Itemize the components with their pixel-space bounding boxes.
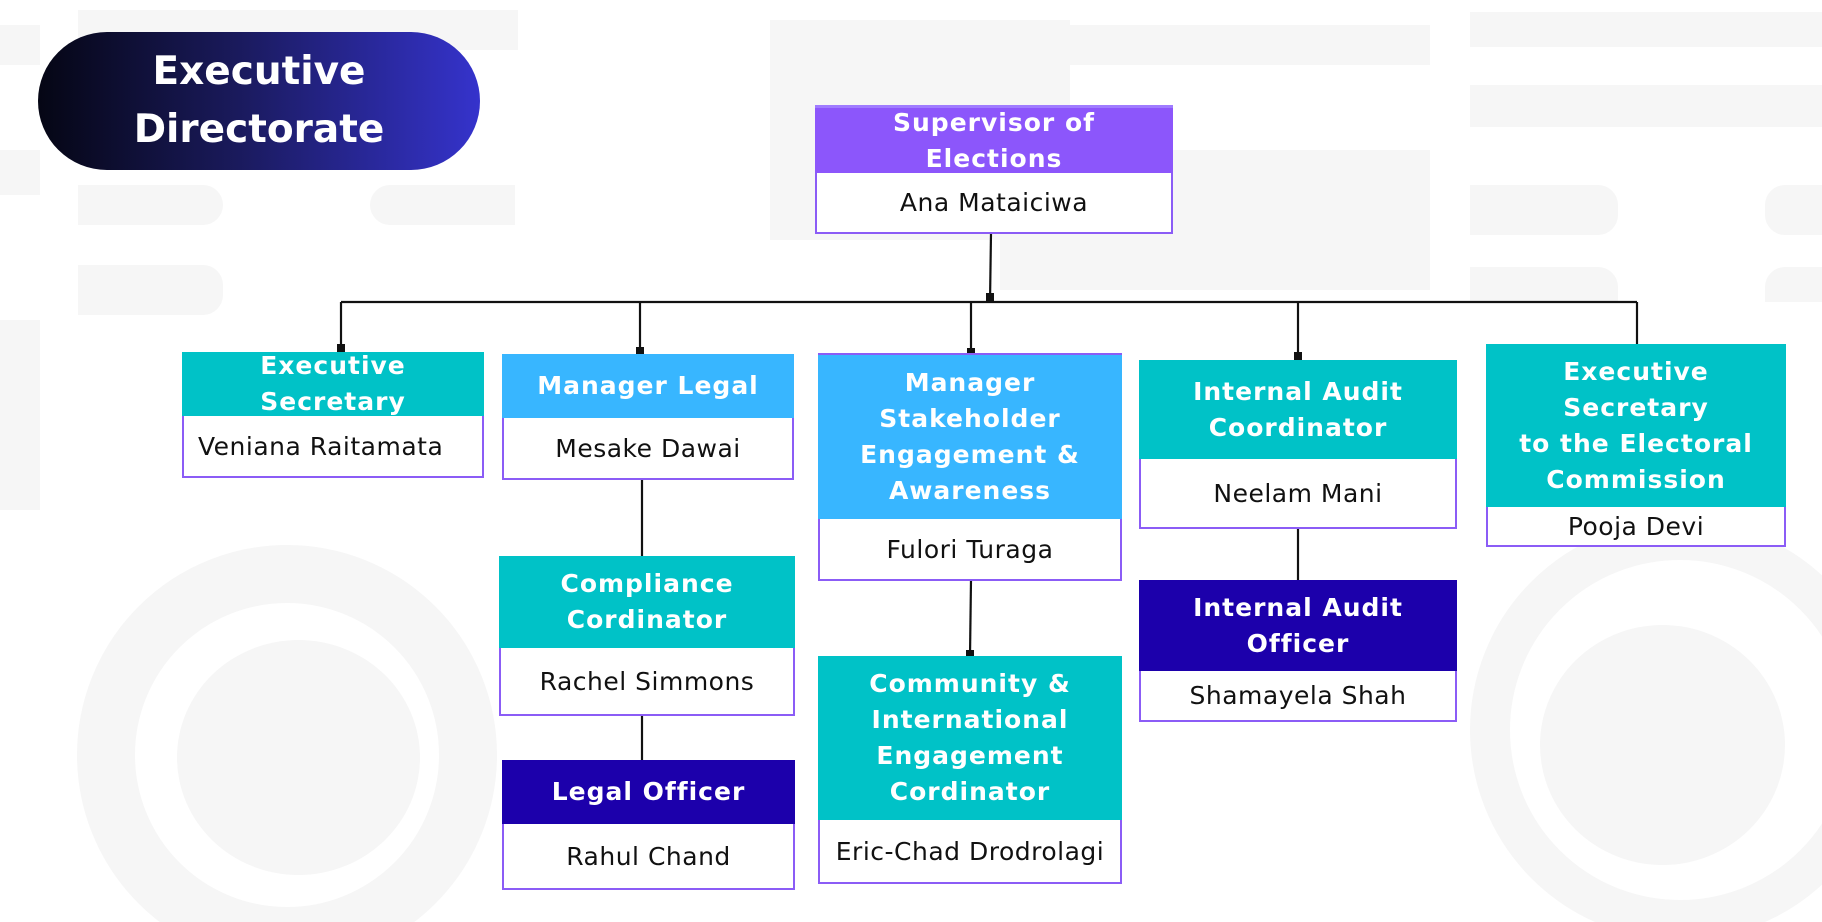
org-node-internal-audit-officer: Internal Audit Officer Shamayela Shah [1139, 580, 1457, 722]
page-title: Executive Directorate [38, 32, 480, 170]
connector-dot-manager-legal [636, 347, 644, 355]
node-name: Pooja Devi [1486, 507, 1786, 547]
node-title-line: Commission [1546, 464, 1726, 494]
node-name: Eric-Chad Drodrolagi [818, 820, 1122, 884]
org-node-compliance-coordinator: Compliance Cordinator Rachel Simmons [499, 556, 795, 716]
org-node-supervisor: Supervisor of Elections Ana Mataiciwa [815, 105, 1173, 234]
node-title-line: International [871, 705, 1069, 734]
node-title-line: Stakeholder [879, 404, 1061, 433]
connector-dot-supervisor [986, 293, 994, 301]
node-name: Mesake Dawai [502, 418, 794, 480]
node-title: Manager Stakeholder Engagement & Awarene… [818, 353, 1122, 519]
org-node-internal-audit-coordinator: Internal Audit Coordinator Neelam Mani [1139, 360, 1457, 529]
node-title-line: to the Electoral [1519, 428, 1753, 458]
node-title-line: Executive Secretary [260, 351, 406, 416]
org-node-executive-secretary: Executive Secretary Veniana Raitamata [182, 351, 484, 478]
node-title: Community & International Engagement Cor… [818, 656, 1122, 820]
node-title-line: Supervisor of Elections [893, 107, 1095, 173]
node-title-line: Manager Legal [537, 371, 759, 400]
node-title: Legal Officer [502, 760, 795, 824]
connector-dot-manager-stakeholder [967, 348, 975, 356]
node-title: Manager Legal [502, 354, 794, 418]
node-title-line: Internal Audit [1193, 376, 1403, 406]
org-node-exec-sec-commission: Executive Secretary to the Electoral Com… [1486, 344, 1786, 547]
node-title: Executive Secretary [182, 351, 484, 416]
org-node-manager-stakeholder: Manager Stakeholder Engagement & Awarene… [818, 353, 1122, 581]
node-title: Internal Audit Officer [1139, 580, 1457, 671]
node-title-line: Community & [869, 669, 1071, 698]
connector-dot-internal-audit-coordinator [1294, 352, 1302, 360]
node-name: Neelam Mani [1139, 459, 1457, 529]
node-title-line: Manager [904, 368, 1036, 397]
node-title-line: Engagement [876, 741, 1064, 770]
node-name: Rahul Chand [502, 824, 795, 890]
org-node-community-coordinator: Community & International Engagement Cor… [818, 656, 1122, 884]
node-title-line: Officer [1246, 628, 1350, 658]
node-title-line: Awareness [888, 476, 1052, 505]
node-title: Compliance Cordinator [499, 556, 795, 648]
node-name: Fulori Turaga [818, 519, 1122, 581]
page-title-line-1: Executive [152, 49, 366, 94]
node-title-line: Secretary [1563, 392, 1709, 422]
connector-dot-community [966, 650, 974, 658]
node-title-line: Executive [1563, 356, 1709, 386]
node-title-line: Cordinator [889, 777, 1051, 806]
node-name: Veniana Raitamata [182, 416, 484, 478]
connector-supervisor-down [988, 232, 993, 303]
page-title-line-2: Directorate [133, 107, 385, 152]
connector-stakeholder-to-community [968, 579, 973, 657]
connector-dot-executive-secretary [337, 344, 345, 352]
node-title-line: Coordinator [1208, 412, 1388, 442]
org-node-legal-officer: Legal Officer Rahul Chand [502, 760, 795, 890]
node-name: Ana Mataiciwa [815, 173, 1173, 234]
node-title: Supervisor of Elections [815, 105, 1173, 173]
node-name: Rachel Simmons [499, 648, 795, 716]
node-title: Executive Secretary to the Electoral Com… [1486, 344, 1786, 507]
node-title-line: Engagement & [860, 440, 1080, 469]
node-title-line: Compliance [560, 569, 734, 598]
node-title-line: Internal Audit [1193, 592, 1403, 622]
node-name: Shamayela Shah [1139, 671, 1457, 722]
org-node-manager-legal: Manager Legal Mesake Dawai [502, 354, 794, 480]
node-title: Internal Audit Coordinator [1139, 360, 1457, 459]
node-title-line: Legal Officer [551, 777, 746, 806]
node-title-line: Cordinator [566, 605, 728, 634]
